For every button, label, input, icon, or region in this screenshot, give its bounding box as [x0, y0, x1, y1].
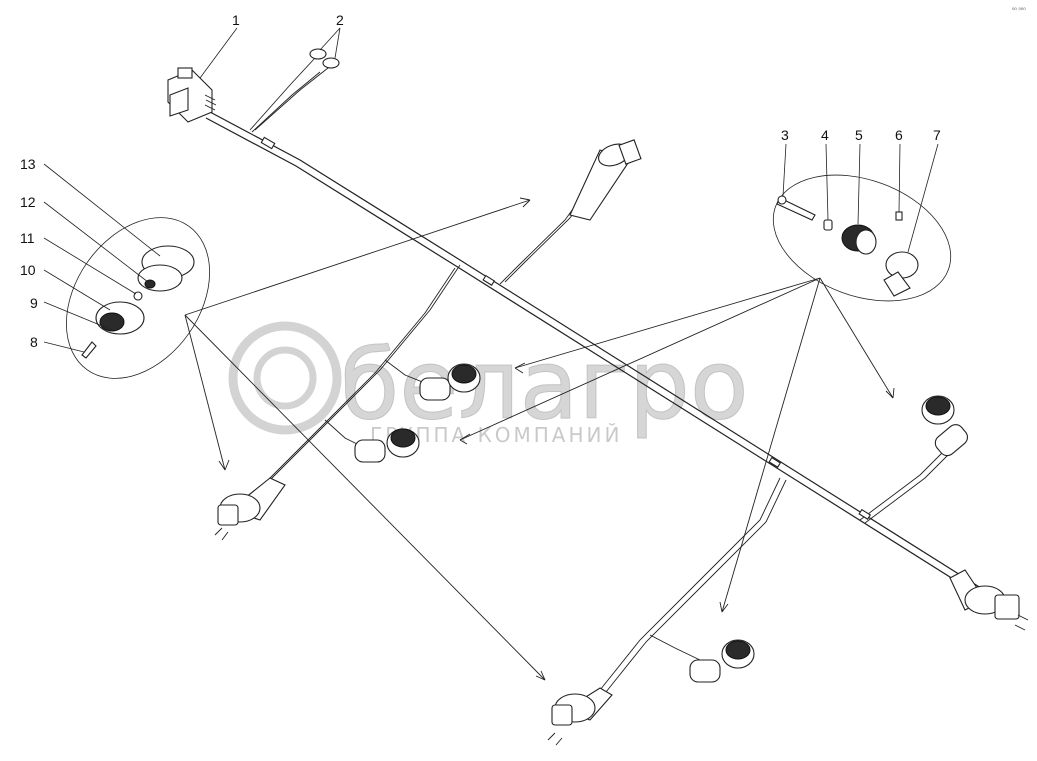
right-angle-connector-bottom	[689, 639, 755, 683]
callout-13: 13	[20, 156, 36, 172]
watermark: белагро ГРУППА КОМПАНИЙ	[228, 321, 749, 447]
callout-1: 1	[232, 12, 240, 28]
round-connector-right	[949, 569, 1029, 631]
right-angle-connector-lower	[354, 428, 420, 463]
right-angle-connector-right	[921, 395, 969, 457]
watermark-logo-icon	[228, 321, 342, 435]
assembly-arrows-left	[184, 197, 546, 681]
ring-terminals-2	[249, 48, 340, 133]
callout-11: 11	[20, 230, 35, 246]
connector-block-1	[167, 67, 217, 123]
callout-12: 12	[20, 194, 36, 210]
watermark-brand: белагро	[340, 329, 749, 441]
callout-6: 6	[895, 127, 903, 143]
watermark-logo-inner	[253, 346, 317, 410]
callout-3: 3	[781, 127, 789, 143]
main-harness	[205, 111, 1001, 693]
corner-mark: ⁰⁰ ⁰⁰⁰	[1012, 7, 1026, 14]
callout-leaders	[43, 27, 939, 353]
assembly-arrows-right	[459, 277, 895, 613]
right-angle-connector-upper	[419, 363, 481, 401]
round-connector-left	[214, 477, 286, 541]
callout-9: 9	[30, 295, 38, 311]
detail-oval-left	[65, 217, 211, 379]
round-connector-top	[569, 139, 642, 221]
callout-5: 5	[855, 127, 863, 143]
callout-10: 10	[20, 262, 36, 278]
callout-4: 4	[821, 127, 829, 143]
callouts: 1 2 3 4 5 6 7 8 9 10 11 12 13	[20, 12, 941, 350]
callout-2: 2	[336, 12, 344, 28]
callout-8: 8	[30, 334, 38, 350]
callout-7: 7	[933, 127, 941, 143]
round-connector-bottom	[547, 687, 613, 746]
detail-oval-right	[772, 174, 952, 302]
